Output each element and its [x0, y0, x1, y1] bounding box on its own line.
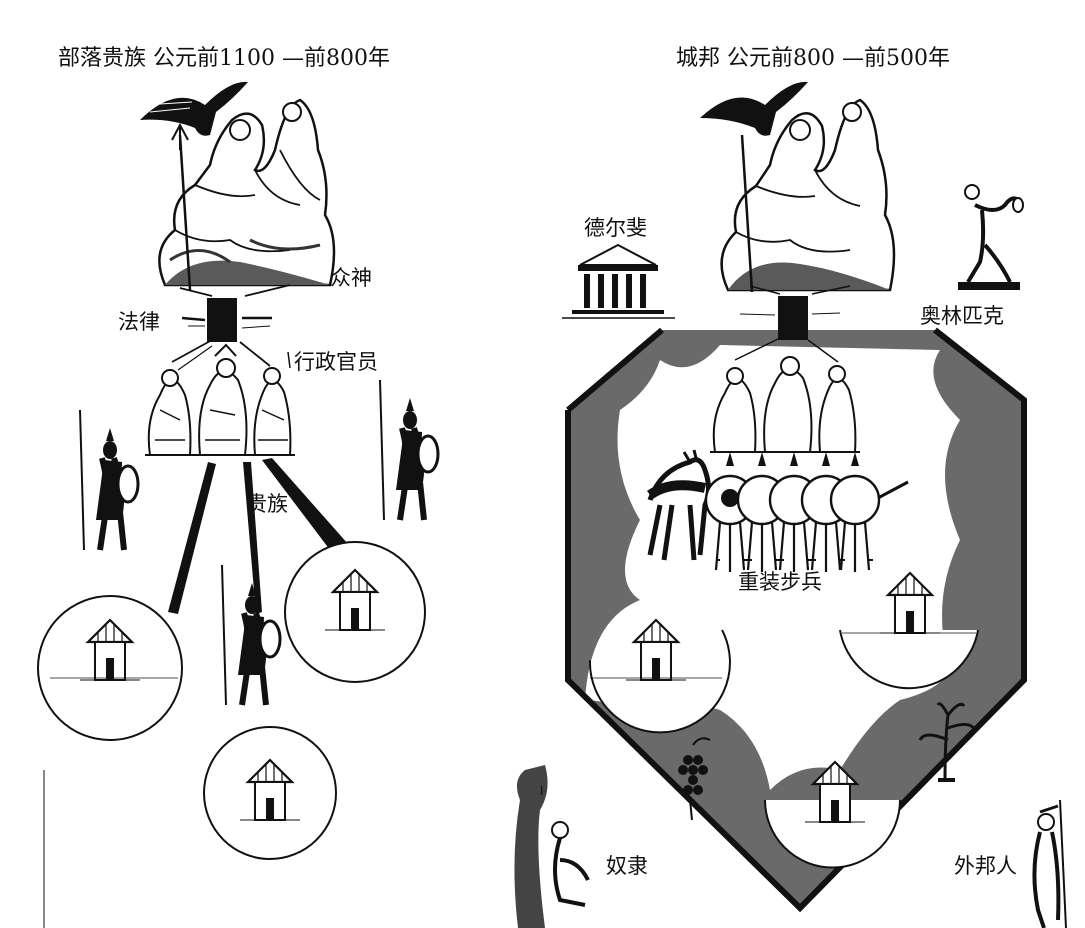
house-circle-3 [203, 726, 337, 860]
svg-text:I: I [540, 784, 544, 798]
foreigner-figure-icon [1032, 799, 1067, 928]
zeus-hera-statue-icon [158, 98, 336, 291]
law-block-icon [734, 285, 851, 363]
eagle-icon [140, 81, 248, 136]
discus-thrower-icon [958, 184, 1024, 290]
magistrate-figures-icon [710, 356, 860, 453]
right-panel-title: 城邦 公元前800 —前500年 [676, 46, 950, 71]
house-circle-6 [764, 760, 901, 869]
house-circle-1 [37, 595, 183, 741]
law-label: 法律 [118, 310, 160, 334]
olive-tree-icon [918, 702, 977, 782]
noble-connection-wedges [168, 458, 348, 614]
olympics-label: 奥林匹克 [920, 304, 1004, 328]
law-block-icon [171, 284, 291, 371]
hoplite-shields-icon [704, 450, 909, 574]
grape-vine-icon [678, 737, 711, 821]
zeus-hera-statue-icon [720, 98, 896, 293]
hoplites-label: 重装步兵 [738, 570, 822, 594]
eagle-icon [700, 81, 808, 136]
delphi-label: 德尔斐 [584, 216, 647, 240]
magistrates-label: 行政官员 [294, 350, 378, 374]
house-circle-5 [839, 571, 979, 690]
gods-label: 众神 [330, 266, 372, 290]
foreigners-label: 外邦人 [954, 854, 1017, 878]
greek-temple-icon [562, 243, 675, 319]
slaves-label: 奴隶 [606, 854, 648, 878]
house-circle-4 [588, 618, 731, 734]
magistrate-figures-icon [145, 343, 295, 456]
nobles-label: 贵族 [246, 492, 288, 516]
slave-figure-icon: I [514, 765, 590, 928]
left-panel-title: 部落贵族 公元前1100 —前800年 [58, 46, 390, 71]
house-circle-2 [284, 541, 426, 683]
horseman-icon [647, 449, 711, 561]
